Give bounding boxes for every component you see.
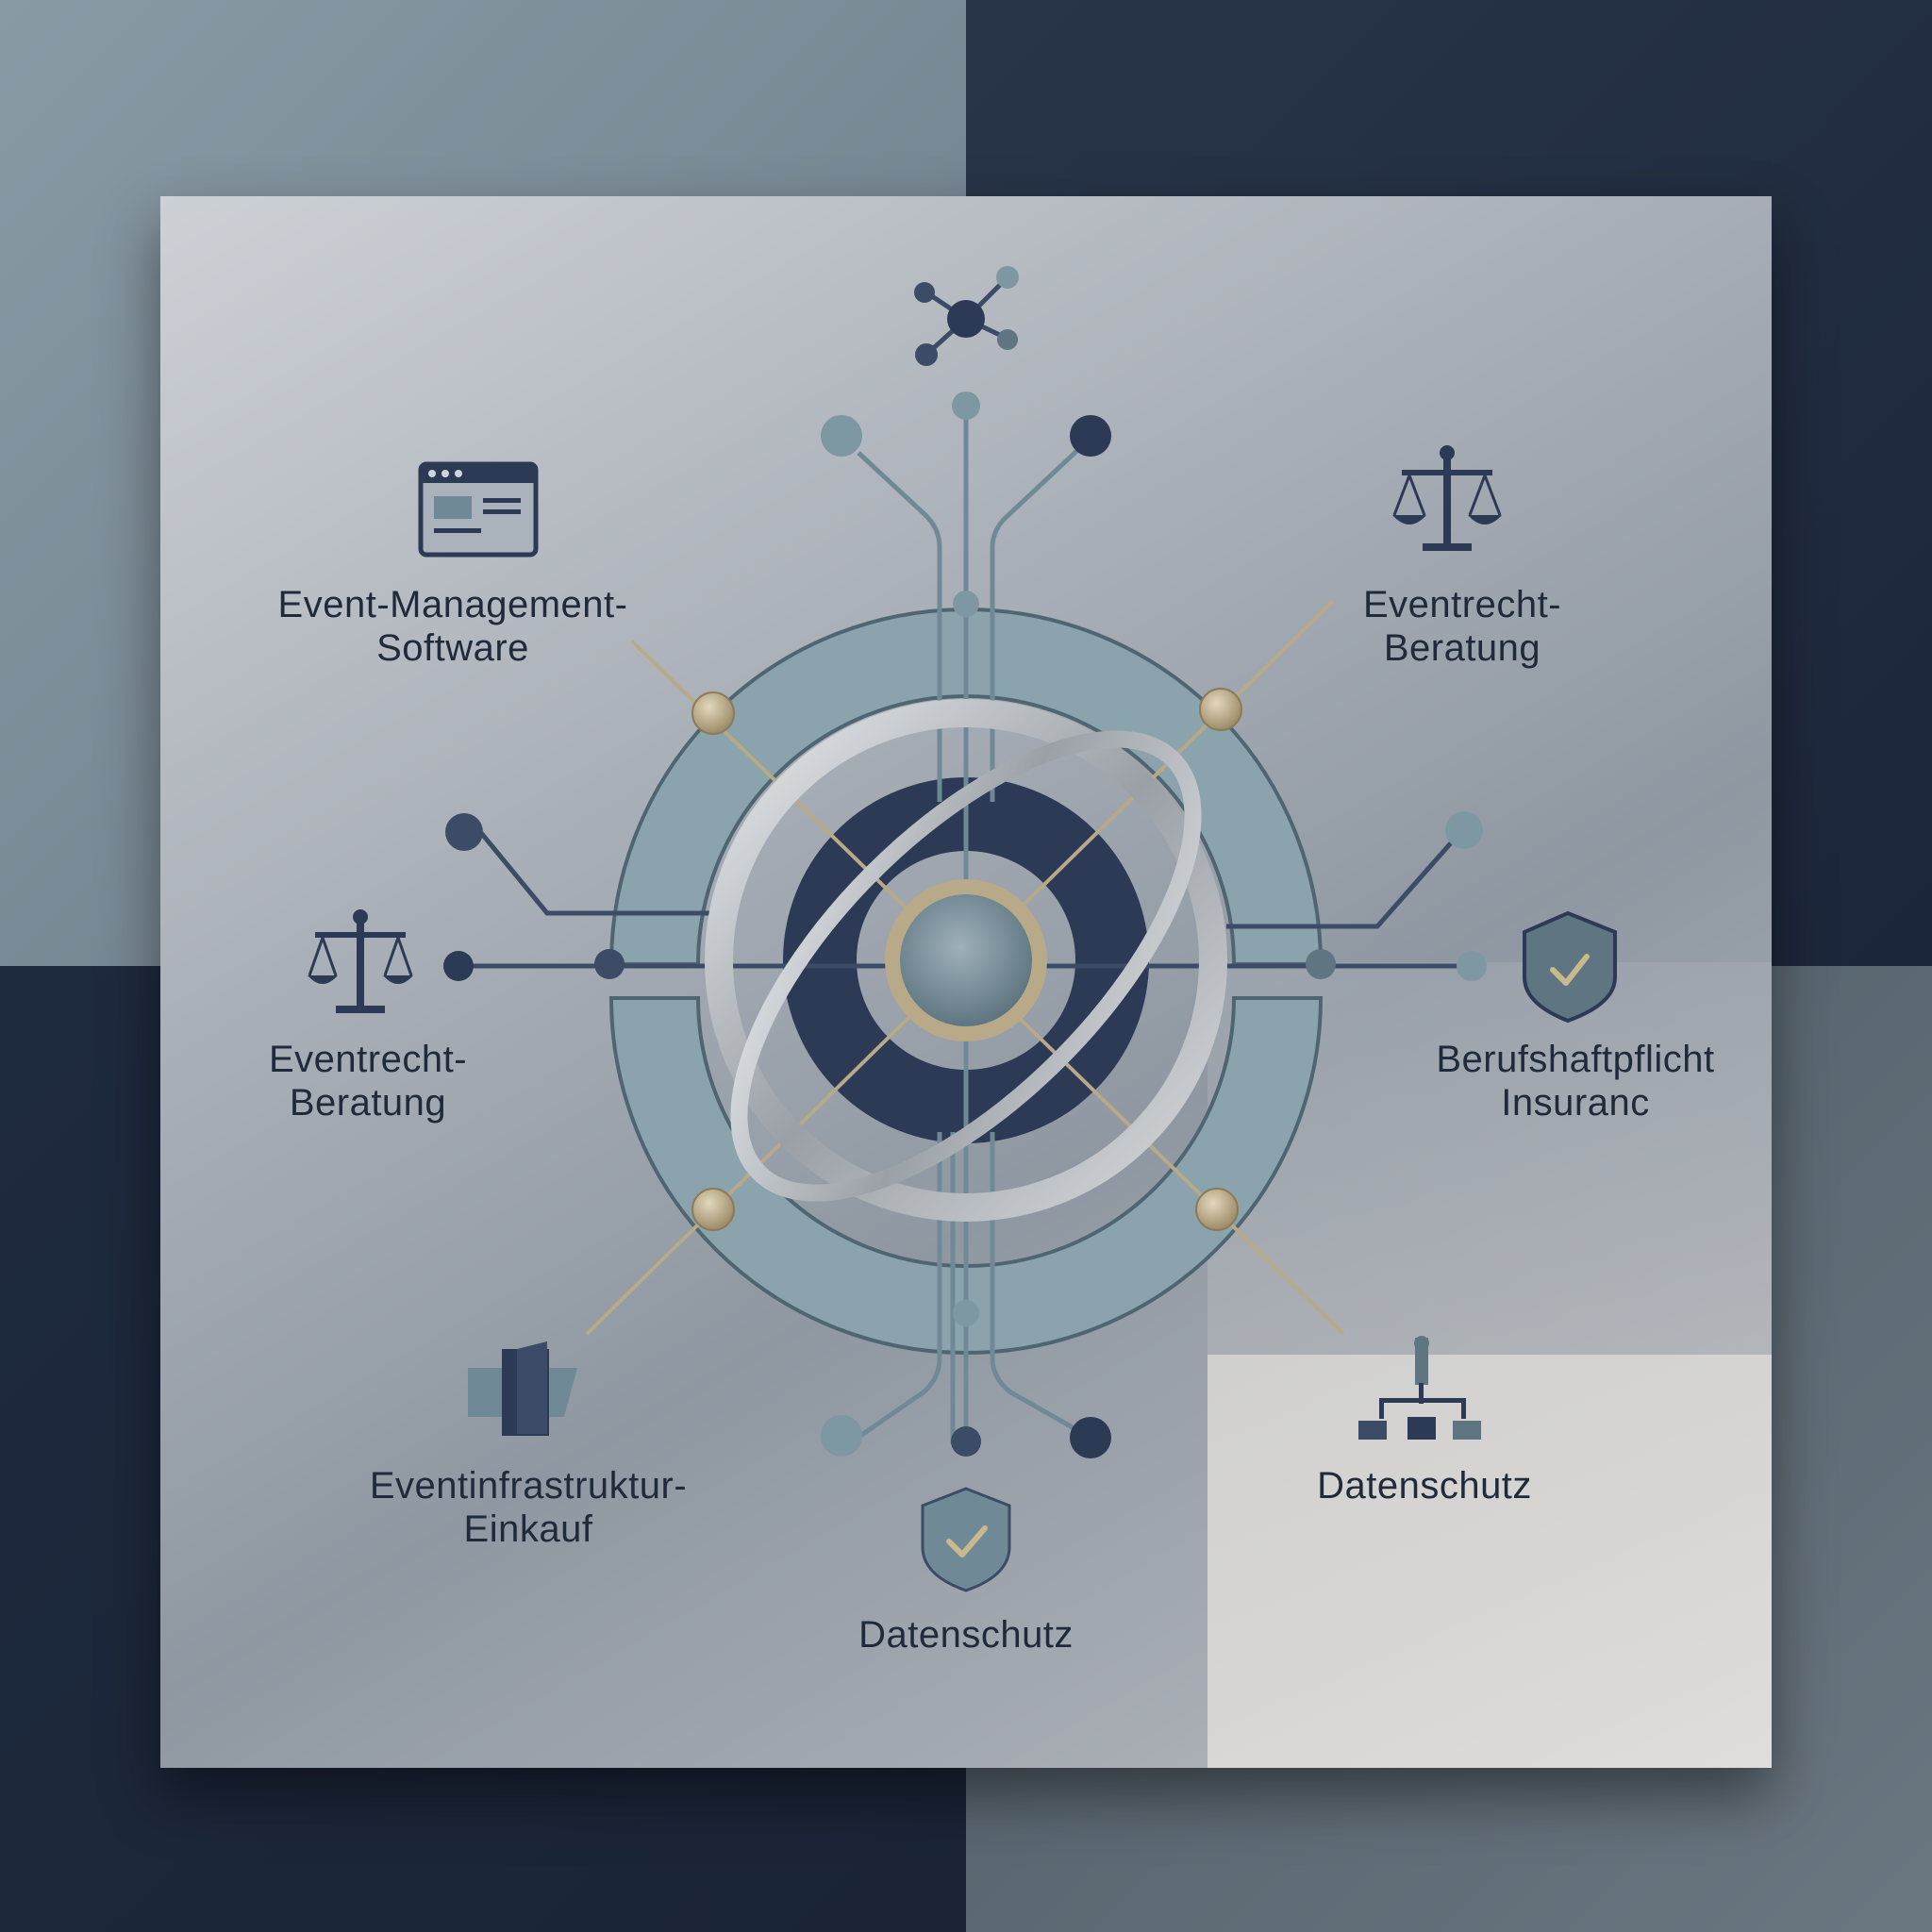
label-berufshaftpflicht: Berufshaftpflicht Insuranc xyxy=(1436,1039,1715,1124)
label-datenschutz-right: Datenschutz xyxy=(1317,1465,1532,1507)
hub-center xyxy=(900,894,1032,1026)
building-blocks-icon xyxy=(468,1341,577,1436)
node-dots xyxy=(443,391,1487,1458)
gold-joints xyxy=(691,688,1242,1231)
panel-bottom-right-tint xyxy=(1208,1355,1772,1768)
label-event-management-software: Event-Management- Software xyxy=(277,584,628,669)
shield-check-icon xyxy=(1523,910,1617,1024)
network-hub-icon xyxy=(914,266,1019,366)
browser-window-icon xyxy=(418,461,539,558)
shield-check-icon xyxy=(921,1487,1011,1592)
scales-icon xyxy=(308,909,413,1013)
outer-teal-ring xyxy=(608,608,1324,1355)
silver-orbit-ring xyxy=(730,730,1202,1202)
label-eventrecht-beratung-right: Eventrecht- Beratung xyxy=(1362,584,1562,669)
label-eventinfrastruktur: Eventinfrastruktur- Einkauf xyxy=(369,1465,688,1550)
label-eventrecht-beratung-left: Eventrecht- Beratung xyxy=(268,1039,468,1124)
silver-ring xyxy=(705,699,1227,1222)
label-datenschutz-bottom: Datenschutz xyxy=(858,1614,1074,1656)
org-chart-icon xyxy=(1358,1336,1481,1440)
scales-icon xyxy=(1392,445,1502,551)
